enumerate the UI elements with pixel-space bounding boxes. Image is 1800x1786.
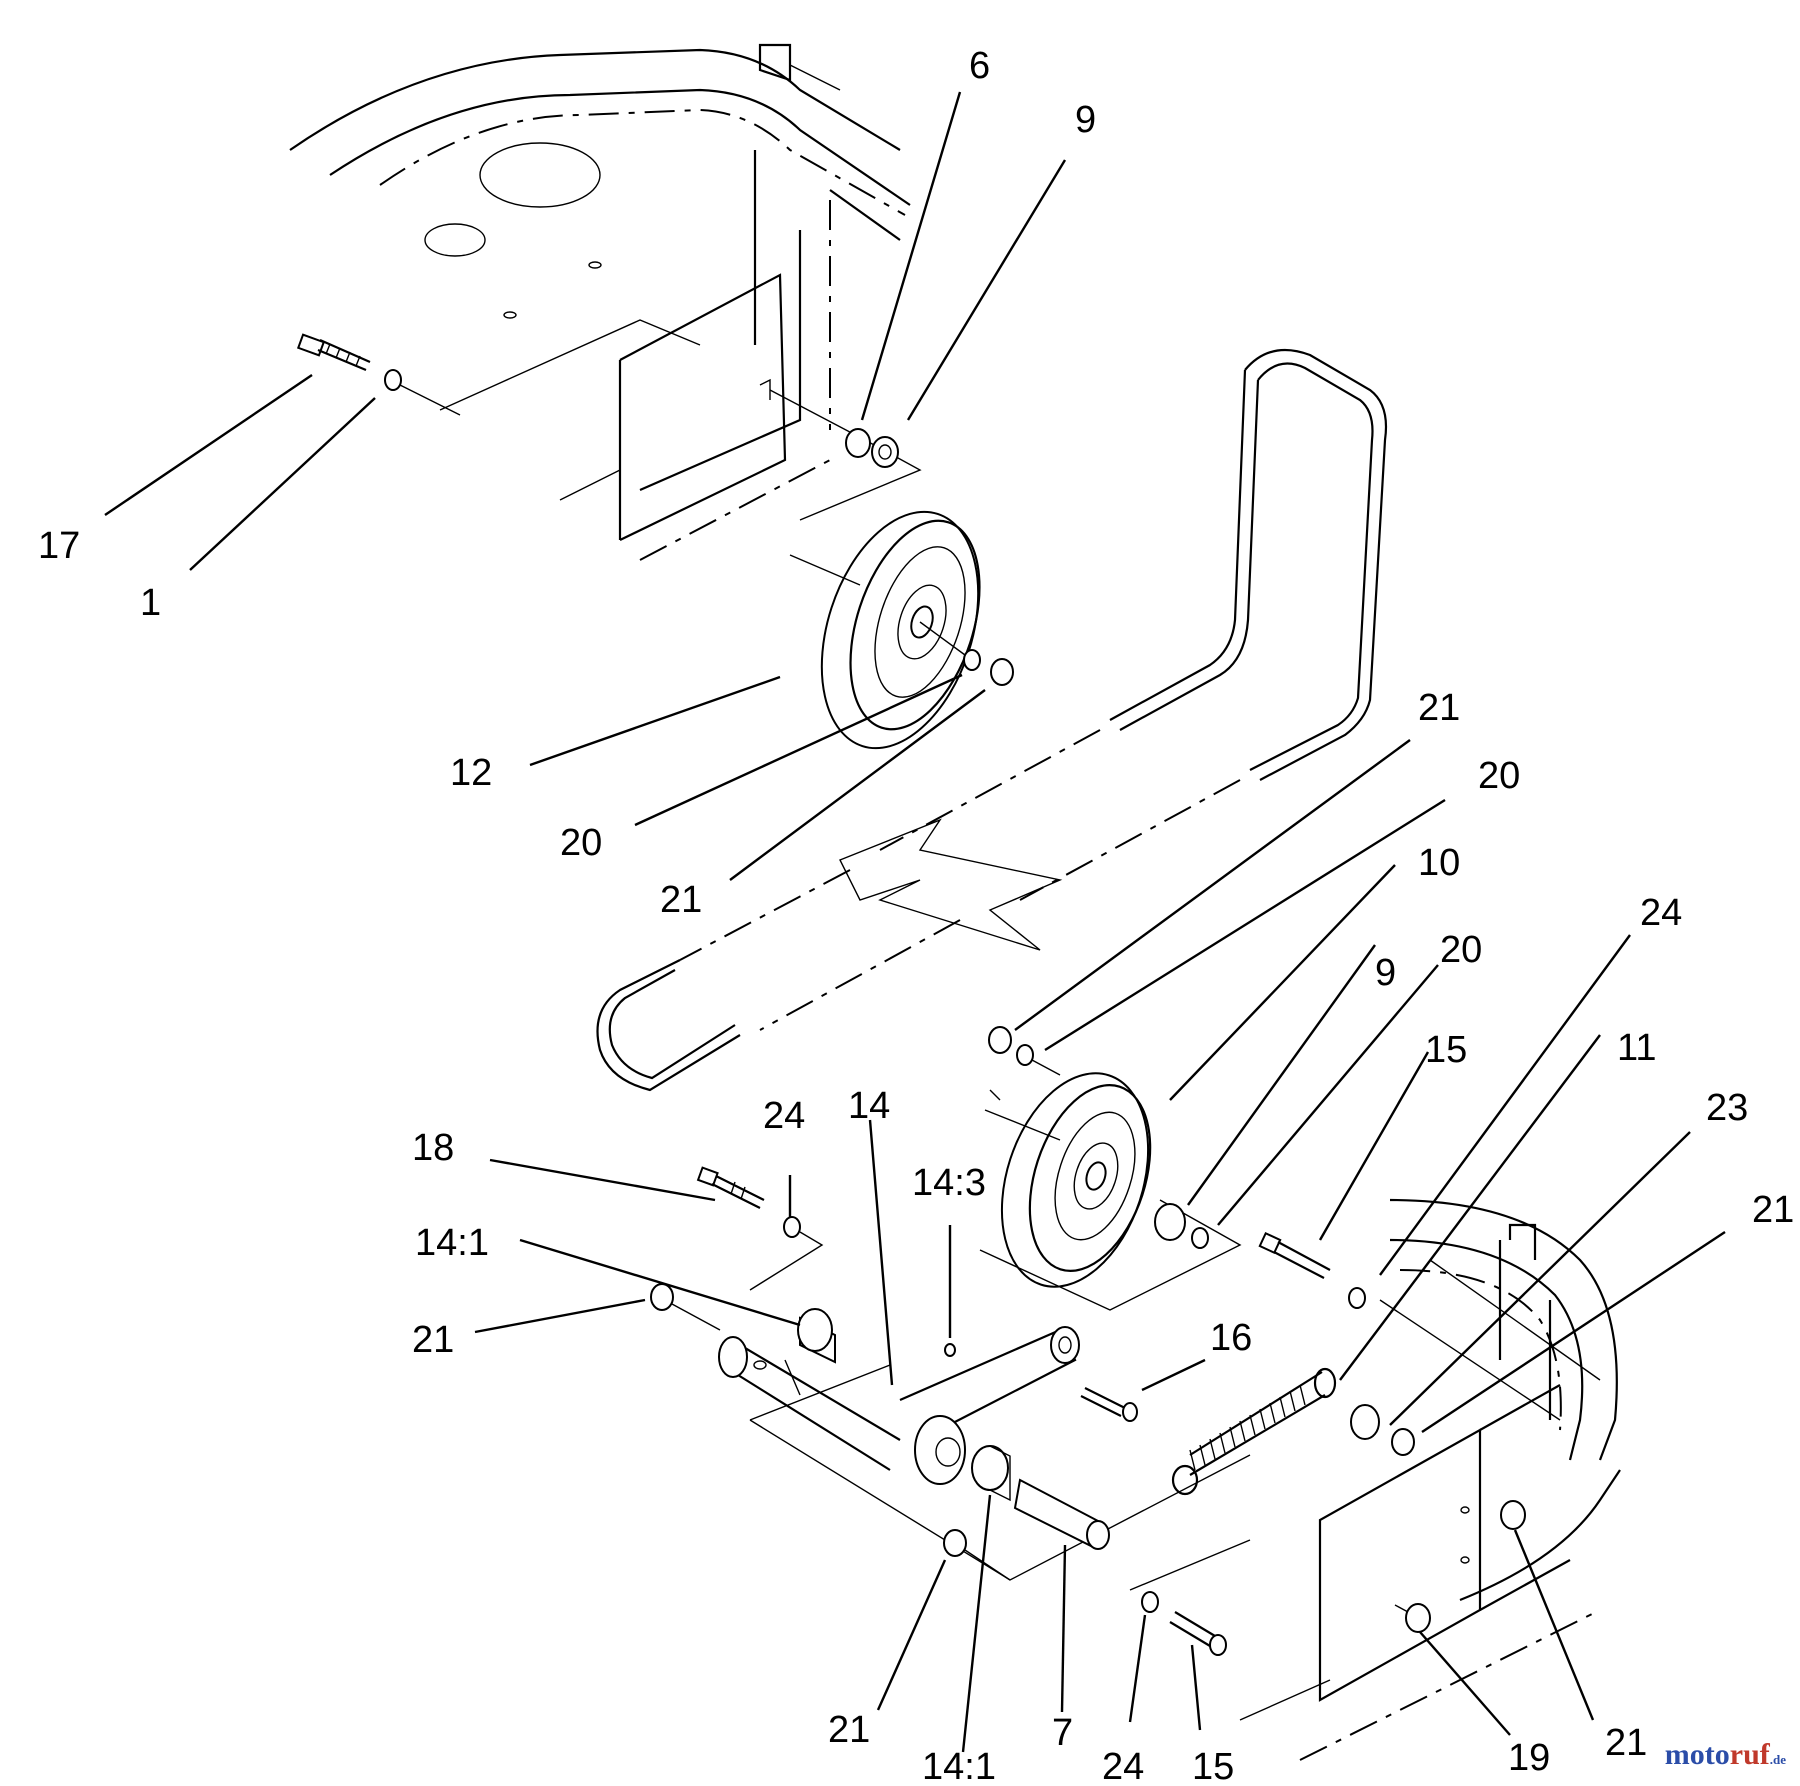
callout-14: 14: [848, 1085, 890, 1127]
watermark-logo: motoruf.de: [1665, 1738, 1786, 1772]
spacer-6: [845, 428, 871, 458]
callout-1: 1: [140, 582, 161, 624]
bolt-15-lower: [1169, 1611, 1227, 1656]
nut-21-spring: [1391, 1428, 1415, 1456]
spacer-9-lower: [1154, 1203, 1186, 1241]
nut-21-upper: [990, 658, 1014, 686]
callout-24-left: 24: [763, 1095, 805, 1137]
callout-24-bottom: 24: [1102, 1746, 1144, 1786]
watermark-part-1: moto: [1664, 1738, 1730, 1771]
callout-24-right: 24: [1640, 892, 1682, 934]
set-screw-14-3: [944, 1343, 956, 1357]
washer-24-left: [783, 1216, 801, 1238]
callout-10: 10: [1418, 842, 1460, 884]
washer-20-upper: [963, 649, 981, 671]
bolt-16: [1080, 1387, 1138, 1422]
callouts: 6 9 17 1 12 20 21 21 20 10 24 9 20 15 11…: [38, 45, 1794, 1786]
pulley-10: [979, 1072, 1242, 1311]
callout-17: 17: [38, 525, 80, 567]
break-symbol: [839, 818, 1063, 951]
callout-6: 6: [969, 45, 990, 87]
callout-15-lower: 15: [1192, 1746, 1234, 1786]
callout-15-upper: 15: [1425, 1029, 1467, 1071]
callout-21-right: 21: [1752, 1189, 1794, 1231]
callout-14-3: 14:3: [912, 1162, 986, 1204]
callout-11: 11: [1617, 1027, 1656, 1069]
callout-20-mid: 20: [1478, 755, 1520, 797]
spacer-7: [1013, 1478, 1110, 1550]
callout-16: 16: [1210, 1317, 1252, 1359]
callout-19: 19: [1508, 1737, 1550, 1779]
bolt-15-upper: [1258, 1231, 1331, 1279]
callout-21-mid: 21: [1418, 687, 1460, 729]
nut-21-mid: [988, 1026, 1012, 1054]
nut-21-bottom: [943, 1529, 967, 1557]
washer-20-lower: [1191, 1227, 1209, 1249]
callout-20-lower: 20: [1440, 929, 1482, 971]
lower-frame: [1239, 1198, 1621, 1761]
callout-21-bottom: 21: [828, 1709, 870, 1751]
callout-23: 23: [1706, 1087, 1748, 1129]
bushing-14-1-upper: [797, 1308, 836, 1364]
watermark-part-2: ruf: [1729, 1738, 1770, 1771]
callout-18: 18: [412, 1127, 454, 1169]
callout-14-1-lower: 14:1: [922, 1746, 996, 1786]
spring-11: [1171, 1367, 1337, 1496]
callout-9-lower: 9: [1375, 952, 1396, 994]
callout-20-upper: 20: [560, 822, 602, 864]
nut-21-frame: [1500, 1500, 1526, 1530]
callout-21-bottom-right: 21: [1605, 1722, 1647, 1764]
callout-21-left: 21: [412, 1319, 454, 1361]
bolt-19: [1394, 1603, 1431, 1633]
washer-24-bottom: [1141, 1591, 1159, 1613]
bolt-18: [696, 1166, 765, 1209]
washer-20-mid: [1016, 1044, 1034, 1066]
washer-1: [384, 369, 402, 391]
callout-14-1-upper: 14:1: [415, 1222, 489, 1264]
callout-12: 12: [450, 752, 492, 794]
nut-9: [871, 436, 899, 468]
bolt-17: [296, 333, 371, 372]
callout-7: 7: [1052, 1712, 1073, 1754]
nut-21-arm-left: [650, 1283, 674, 1311]
pulley-12: [789, 510, 981, 750]
washer-24-right: [1348, 1287, 1366, 1309]
watermark-part-3: .de: [1769, 1752, 1786, 1767]
drive-belt: [596, 348, 1388, 1092]
bushing-14-1-lower: [971, 1445, 1011, 1502]
callout-9-top: 9: [1075, 99, 1096, 141]
upper-frame: [289, 43, 922, 561]
callout-21-upper: 21: [660, 879, 702, 921]
spacer-23: [1350, 1404, 1380, 1440]
leader-lines: [104, 91, 1726, 1753]
